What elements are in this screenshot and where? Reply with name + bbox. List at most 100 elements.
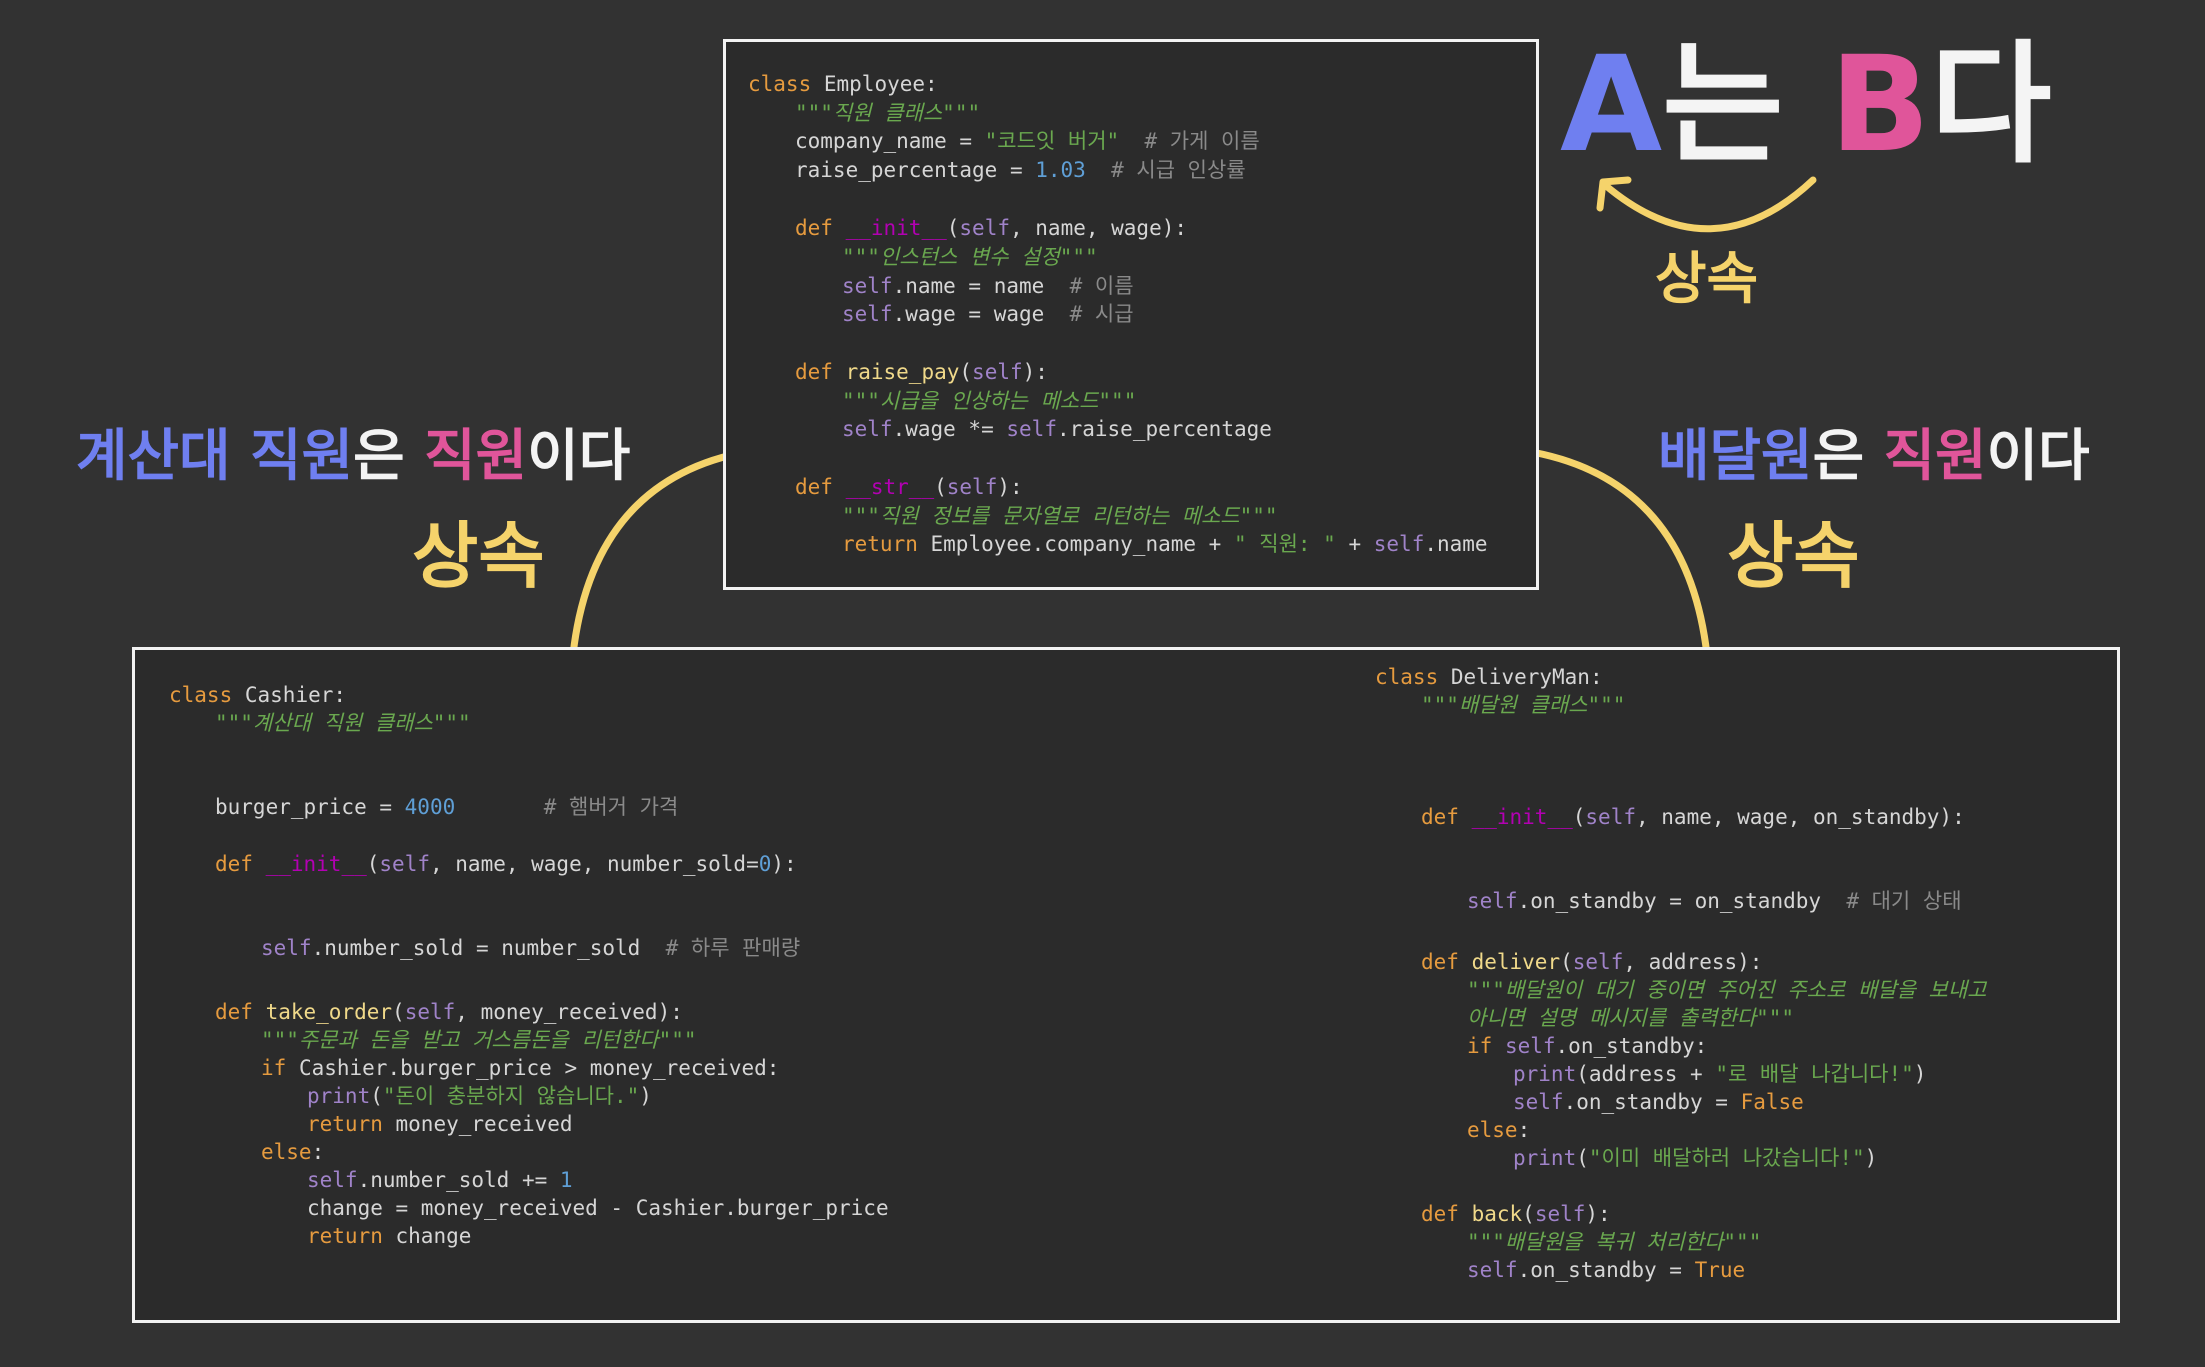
attr-value: 4000 — [404, 795, 456, 819]
string: "돈이 충분하지 않습니다." — [382, 1084, 640, 1108]
bool-literal: False — [1740, 1090, 1804, 1114]
assignment: .on_standby = on_standby — [1517, 889, 1822, 913]
self-keyword: self — [1504, 1034, 1556, 1058]
self-keyword: self — [1373, 532, 1425, 556]
docstring: """배달원 클래스""" — [1421, 693, 1626, 717]
if-keyword: if — [261, 1056, 287, 1080]
string: " 직원: " — [1233, 532, 1336, 556]
employee-code-box — [723, 39, 1539, 590]
def-keyword: def — [1421, 1202, 1459, 1226]
left-employee: 직원 — [424, 424, 528, 489]
docstring: """직원 정보를 문자열로 리턴하는 메소드""" — [842, 504, 1278, 528]
a-is-b-title: A는 B다 — [1560, 30, 2052, 180]
self-keyword: self — [946, 475, 998, 499]
class-keyword: class — [748, 72, 812, 96]
attr-name: burger_price — [215, 795, 367, 819]
docstring: """배달원을 복귀 처리한다""" — [1467, 1230, 1762, 1254]
method-name: raise_pay — [845, 360, 960, 384]
self-keyword: self — [1006, 417, 1057, 441]
left-eun: 은 — [353, 424, 405, 489]
assignment: change = money_received - Cashier.burger… — [307, 1196, 889, 1220]
self-keyword: self — [842, 417, 893, 441]
left-cashier: 계산대 직원 — [76, 424, 354, 489]
def-keyword: def — [795, 475, 833, 499]
self-keyword: self — [842, 302, 893, 326]
attr-name: raise_percentage — [795, 158, 998, 182]
class-keyword: class — [1375, 665, 1439, 689]
assignment: .wage = wage — [892, 302, 1045, 326]
self-keyword: self — [261, 936, 312, 960]
left-inherit-label: 상속 — [412, 514, 545, 598]
left-ida: 이다 — [527, 424, 631, 489]
docstring: """주문과 돈을 받고 거스름돈을 리턴한다""" — [261, 1028, 697, 1052]
def-keyword: def — [1421, 805, 1459, 829]
ab-inherit-arrowhead — [1596, 176, 1632, 212]
ab-inherit-label: 상속 — [1655, 247, 1759, 312]
def-keyword: def — [795, 360, 833, 384]
def-keyword: def — [1421, 950, 1459, 974]
right-ida: 이다 — [1986, 424, 2090, 489]
self-keyword: self — [404, 1000, 456, 1024]
bool-literal: True — [1694, 1258, 1746, 1282]
default-value: 0 — [758, 852, 772, 876]
expression: Employee.company_name + — [930, 532, 1222, 556]
comment: # 시급 — [1069, 302, 1134, 326]
deliveryman-is-employee-label: 배달원은 직원이다 — [1658, 422, 2090, 492]
comment: # 시급 인상률 — [1111, 158, 1246, 182]
right-delivery: 배달원 — [1658, 424, 1813, 489]
assignment: .wage *= — [892, 417, 994, 441]
assignment: .on_standby = — [1517, 1258, 1682, 1282]
self-keyword: self — [1534, 1202, 1586, 1226]
self-keyword: self — [1513, 1090, 1564, 1114]
expression: change — [395, 1224, 472, 1248]
string: "이미 배달하러 나갔습니다!" — [1588, 1146, 1865, 1170]
method-name: __init__ — [845, 216, 947, 240]
comment: # 대기 상태 — [1846, 889, 1962, 913]
comment: # 가게 이름 — [1144, 129, 1260, 153]
assignment: .number_sold += — [357, 1168, 548, 1192]
comment: # 이름 — [1069, 274, 1134, 298]
class-name: DeliveryMan: — [1450, 665, 1603, 689]
docstring: 아니면 설명 메시지를 출력한다""" — [1467, 1006, 1795, 1030]
subclass-code-box — [132, 647, 2120, 1323]
expression: money_received — [395, 1112, 573, 1136]
self-keyword: self — [972, 360, 1023, 384]
self-keyword: self — [1572, 950, 1624, 974]
self-keyword: self — [1585, 805, 1636, 829]
self-keyword: self — [842, 274, 893, 298]
if-keyword: if — [1467, 1034, 1493, 1058]
class-keyword: class — [169, 683, 233, 707]
comment: # 하루 판매량 — [665, 936, 801, 960]
method-name: __init__ — [265, 852, 367, 876]
attr-name: company_name — [795, 129, 947, 153]
params: address): — [1648, 950, 1763, 974]
return-keyword: return — [307, 1112, 383, 1136]
self-keyword: self — [307, 1168, 358, 1192]
expression: (address + — [1576, 1062, 1703, 1086]
cashier-is-employee-label: 계산대 직원은 직원이다 — [76, 422, 630, 492]
comment: # 햄버거 가격 — [543, 795, 679, 819]
ab-neun: 는 — [1662, 28, 1784, 182]
def-keyword: def — [215, 1000, 253, 1024]
else-keyword: else — [261, 1140, 312, 1164]
docstring: """배달원이 대기 중이면 주어진 주소로 배달을 보내고 — [1467, 978, 1987, 1002]
else-keyword: else — [1467, 1118, 1518, 1142]
self-keyword: self — [1467, 889, 1518, 913]
condition: Cashier.burger_price > money_received: — [298, 1056, 780, 1080]
params: name, wage, on_standby): — [1661, 805, 1965, 829]
ab-b: B — [1829, 28, 1931, 182]
self-keyword: self — [959, 216, 1010, 240]
right-employee: 직원 — [1883, 424, 1987, 489]
assignment: .raise_percentage — [1056, 417, 1272, 441]
print-builtin: print — [1513, 1146, 1577, 1170]
attr-value: "코드잇 버거" — [984, 129, 1120, 153]
assignment: .number_sold = number_sold — [311, 936, 641, 960]
class-name: Employee: — [823, 72, 938, 96]
print-builtin: print — [1513, 1062, 1577, 1086]
return-keyword: return — [307, 1224, 383, 1248]
method-name: deliver — [1471, 950, 1561, 974]
params: money_received): — [480, 1000, 683, 1024]
params: name, wage, number_sold= — [455, 852, 759, 876]
attr-value: 1.03 — [1035, 158, 1086, 182]
self-keyword: self — [1467, 1258, 1518, 1282]
